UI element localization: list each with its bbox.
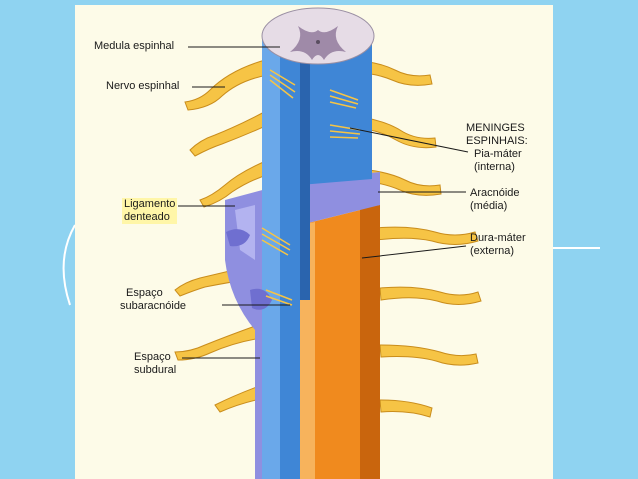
label-dura-mater: Dura-máter (externa) bbox=[470, 232, 526, 258]
label-meninges-line1: MENINGES bbox=[466, 122, 525, 134]
label-ligamento-denteado: Ligamento denteado bbox=[122, 198, 178, 224]
label-dura-line2: (externa) bbox=[470, 245, 515, 257]
label-espaco-sub-line2: subaracnóide bbox=[120, 300, 187, 312]
label-pia-line1: Pia-máter bbox=[474, 148, 522, 160]
nerve-rootlets bbox=[261, 69, 361, 306]
label-espaco-subdural-line2: subdural bbox=[134, 364, 177, 376]
label-aracnoide-line2: (média) bbox=[470, 200, 508, 212]
label-meninges-line2: ESPINHAIS: bbox=[466, 135, 528, 147]
decorative-arc bbox=[62, 224, 76, 306]
label-dura-line1: Dura-máter bbox=[470, 232, 526, 244]
label-leader-lines bbox=[178, 46, 469, 359]
dentate-ligament-shape bbox=[226, 229, 250, 247]
anterior-fissure bbox=[300, 40, 310, 300]
nerve-roots-left bbox=[174, 59, 271, 413]
label-ligamento-line1: Ligamento bbox=[124, 198, 176, 210]
label-meninges-espinhais: MENINGES ESPINHAIS: bbox=[466, 122, 528, 148]
label-pia-line2: (interna) bbox=[474, 161, 515, 173]
label-ligamento-line2: denteado bbox=[124, 211, 170, 223]
spinal-cord-body bbox=[262, 35, 372, 479]
dura-mater-shade bbox=[360, 205, 380, 479]
label-espaco-subdural-line1: Espaço bbox=[134, 351, 171, 363]
label-aracnoide: Aracnóide (média) bbox=[470, 187, 520, 213]
spinal-cord-highlight bbox=[262, 35, 280, 479]
label-espaco-subaracnoide: Espaço subaracnóide bbox=[120, 287, 186, 313]
central-canal bbox=[316, 40, 320, 44]
label-medula-espinhal: Medula espinhal bbox=[94, 40, 175, 52]
label-aracnoide-line1: Aracnóide bbox=[470, 187, 520, 199]
label-pia-mater: Pia-máter (interna) bbox=[474, 148, 522, 174]
label-nervo-espinhal: Nervo espinhal bbox=[106, 80, 180, 92]
label-espaco-sub-line1: Espaço bbox=[126, 287, 163, 299]
label-espaco-subdural: Espaço subdural bbox=[134, 351, 176, 377]
